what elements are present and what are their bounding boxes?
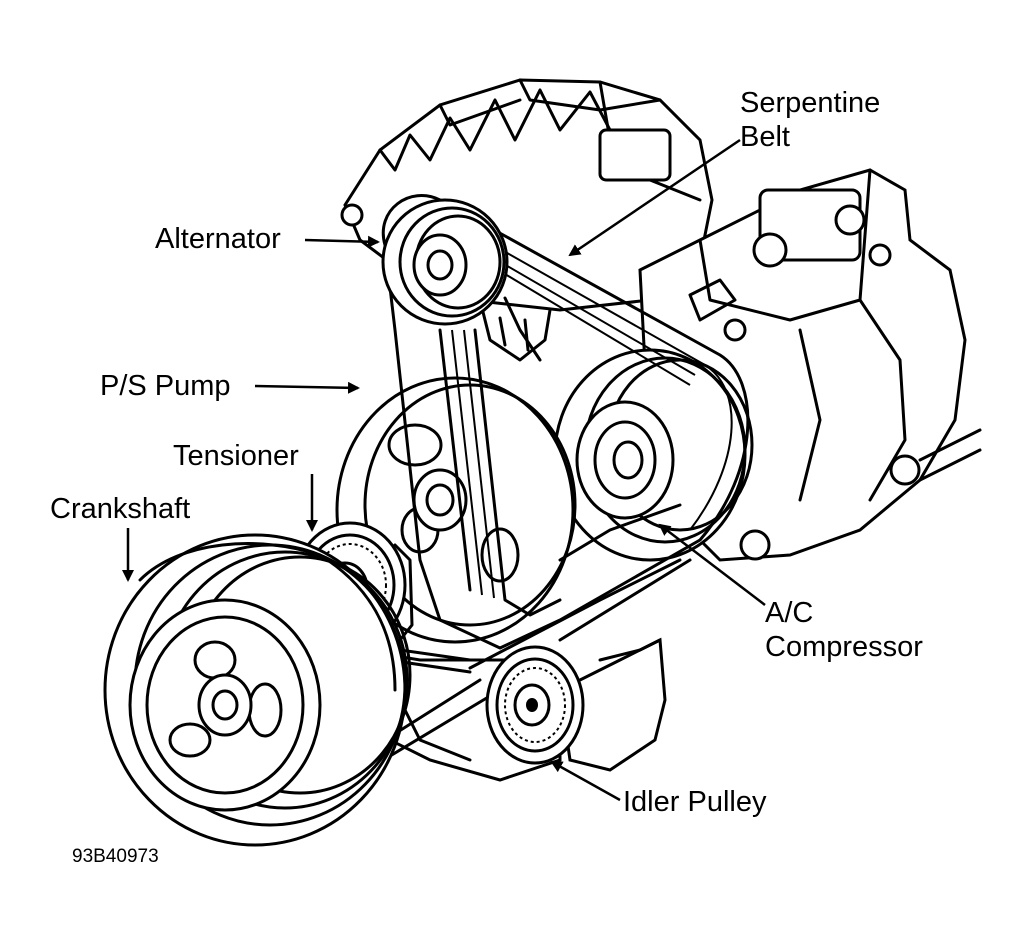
crankshaft-pulley <box>103 533 412 847</box>
label-ac-compressor-line2: Compressor <box>765 631 923 663</box>
label-serpentine-belt-line2: Belt <box>740 121 790 153</box>
label-crankshaft: Crankshaft <box>50 493 191 525</box>
leader-serpentine-belt <box>568 138 741 257</box>
label-ac-compressor-line1: A/C <box>765 597 814 629</box>
idler-pulley <box>485 645 585 765</box>
leader-idler-pulley <box>550 760 621 802</box>
leader-ac-compressor <box>658 523 766 606</box>
leader-ps-pump <box>254 381 360 394</box>
leader-lines <box>122 138 766 802</box>
label-ac-compressor: A/C Compressor <box>765 596 923 664</box>
label-idler-pulley: Idler Pulley <box>623 786 767 818</box>
leader-alternator <box>304 235 380 248</box>
label-tensioner: Tensioner <box>173 440 299 472</box>
ac-compressor-pulley <box>553 348 754 562</box>
figure-code: 93B40973 <box>72 846 159 867</box>
label-serpentine-belt-line1: Serpentine <box>740 87 881 119</box>
idler-bracket-drawing <box>558 637 667 772</box>
label-serpentine-belt: Serpentine Belt <box>740 86 880 154</box>
alternator-pulley <box>381 198 509 326</box>
label-ps-pump: P/S Pump <box>100 370 231 402</box>
label-alternator: Alternator <box>155 223 281 255</box>
